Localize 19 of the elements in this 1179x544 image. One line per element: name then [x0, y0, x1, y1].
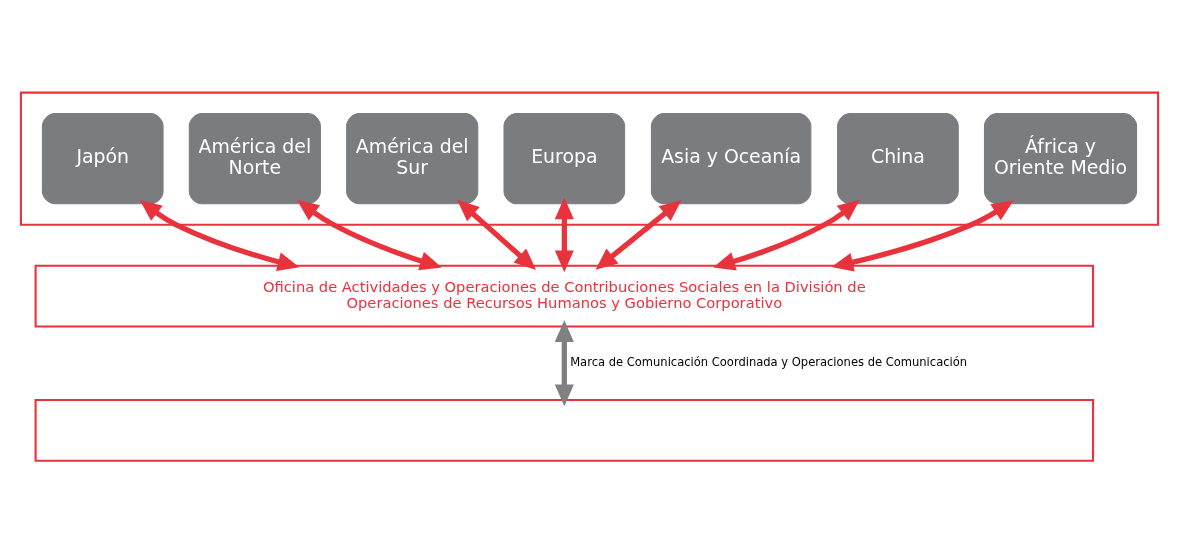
- node-box: Japón: [41, 112, 164, 204]
- node-box: Oficina de Actividades y Operaciones de Contribuciones Sociales en la División de Operaciones de Recursos Humanos y Gobierno Corporativo: [34, 264, 1095, 328]
- node-box: América del Norte: [188, 112, 321, 204]
- arrow: [139, 199, 300, 271]
- arrow: [831, 199, 1014, 272]
- arrow: [297, 199, 442, 270]
- arrow: [595, 199, 682, 270]
- node-box: América del Sur: [346, 112, 479, 204]
- node-box: [34, 398, 1095, 462]
- arrow: [554, 197, 574, 272]
- node-box: África y Oriente Medio: [983, 112, 1138, 204]
- node-box: Asia y Oceanía: [650, 112, 812, 204]
- arrow: [457, 199, 537, 270]
- node-box: Europa: [503, 112, 626, 204]
- cluster: [19, 91, 1160, 226]
- arrow: [713, 199, 860, 271]
- edge-label: Marca de Comunicación Coordinada y Operaciones de Comunicación: [570, 354, 968, 369]
- node-box: China: [837, 112, 959, 204]
- arrow: [554, 319, 574, 406]
